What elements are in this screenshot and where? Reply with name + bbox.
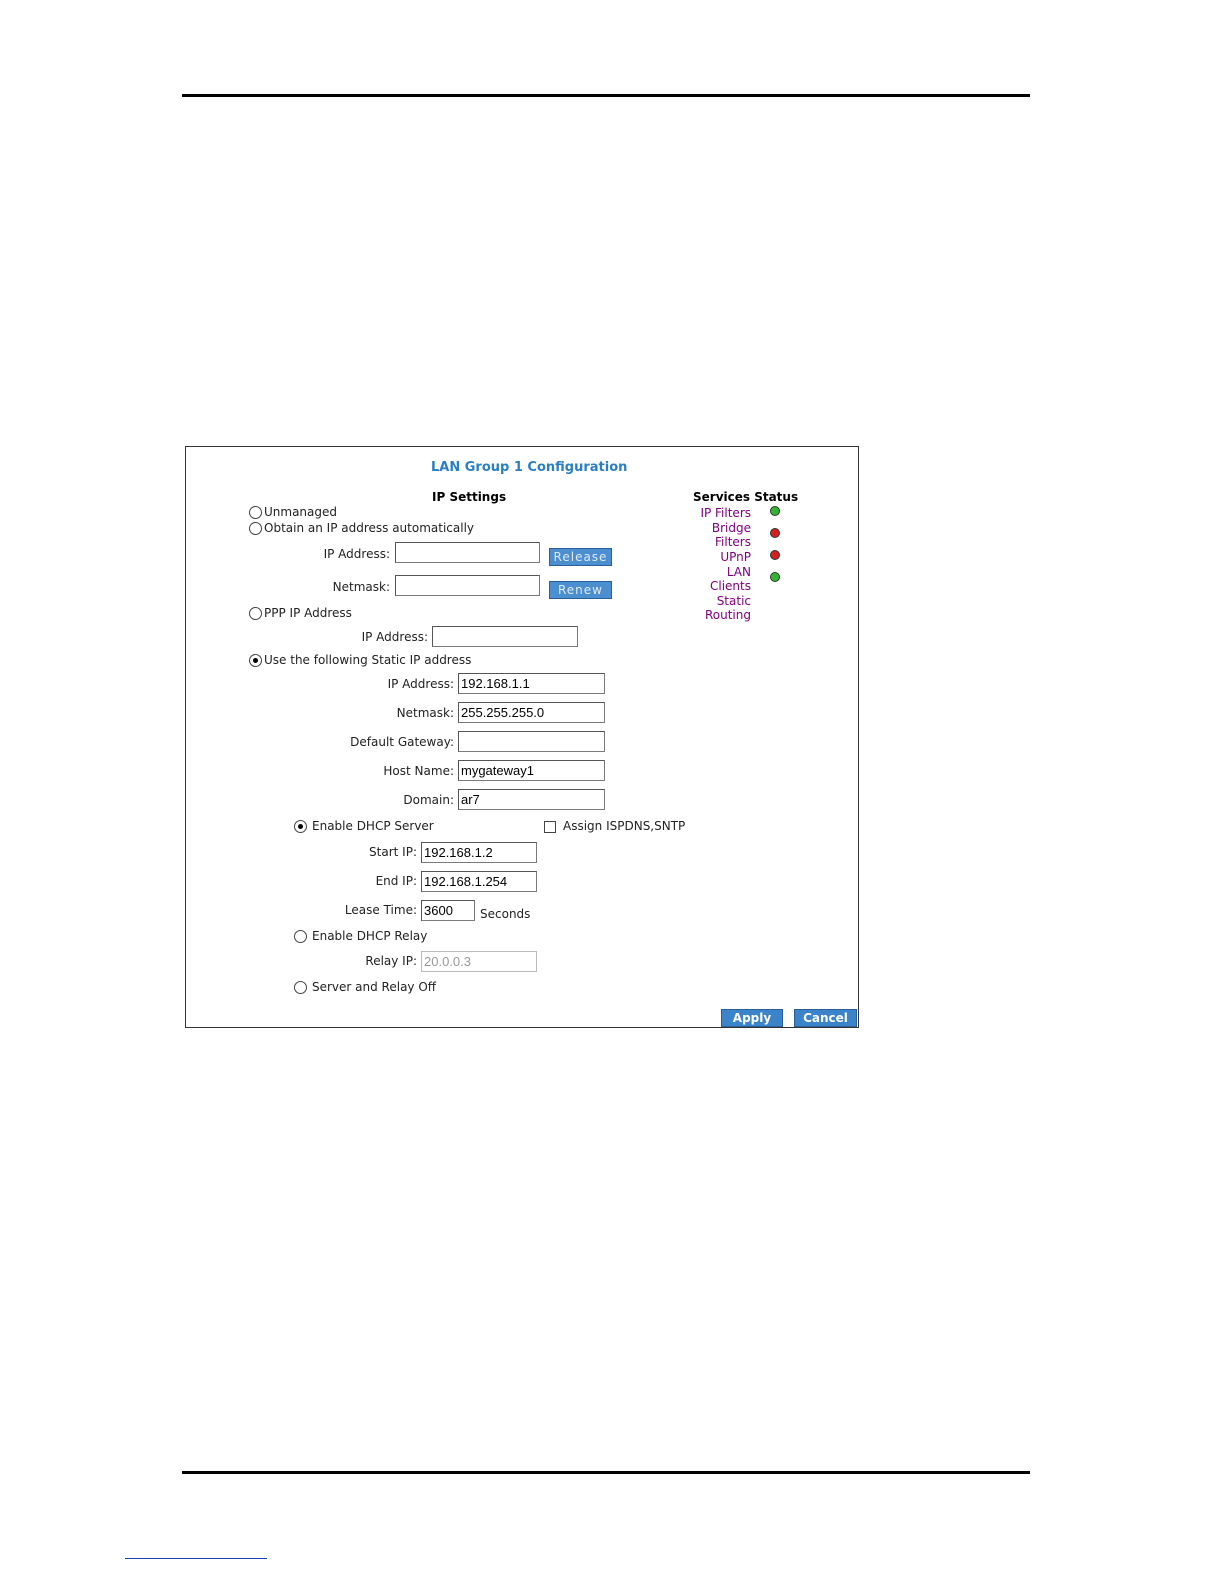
apply-button[interactable]: Apply: [721, 1009, 783, 1027]
ppp-ip-label: IP Address:: [361, 630, 428, 644]
default-gateway-input[interactable]: [458, 731, 605, 752]
assign-ispdns-label: Assign ISPDNS,SNTP: [563, 819, 686, 833]
enable-dhcp-relay-radio[interactable]: [294, 930, 307, 943]
domain-label: Domain:: [403, 793, 454, 807]
auto-ip-label: IP Address:: [323, 547, 390, 561]
end-ip-label: End IP:: [375, 874, 417, 888]
services-status-header: Services Status: [693, 490, 799, 504]
static-netmask-input[interactable]: [458, 702, 605, 723]
start-ip-input[interactable]: [421, 842, 537, 863]
auto-netmask-label: Netmask:: [332, 580, 390, 594]
unmanaged-radio[interactable]: [249, 506, 262, 519]
server-relay-off-radio[interactable]: [294, 981, 307, 994]
page-title: LAN Group 1 Configuration: [431, 460, 628, 475]
unmanaged-label: Unmanaged: [264, 505, 338, 519]
footer-rule: [182, 1471, 1030, 1474]
lease-time-label: Lease Time:: [344, 903, 417, 917]
lan-config-panel: LAN Group 1 Configuration IP Settings Un…: [185, 446, 859, 1028]
assign-ispdns-checkbox[interactable]: [544, 821, 556, 833]
enable-dhcp-server-label: Enable DHCP Server: [312, 819, 434, 833]
obtain-auto-radio[interactable]: [249, 522, 262, 535]
start-ip-label: Start IP:: [369, 845, 417, 859]
auto-netmask-input[interactable]: [395, 575, 540, 596]
static-ip-label: Use the following Static IP address: [264, 653, 472, 667]
status-green-icon: [770, 506, 780, 516]
status-red-icon: [770, 528, 780, 538]
relay-ip-label: Relay IP:: [365, 954, 417, 968]
static-ip-radio[interactable]: [249, 654, 262, 667]
auto-ip-input[interactable]: [395, 542, 540, 563]
lease-time-input[interactable]: [421, 900, 475, 921]
status-red-icon: [770, 550, 780, 560]
static-netmask-label: Netmask:: [396, 706, 454, 720]
status-green-icon: [770, 572, 780, 582]
footer-link-underline: [125, 1558, 267, 1559]
enable-dhcp-relay-label: Enable DHCP Relay: [312, 929, 428, 943]
host-name-input[interactable]: [458, 760, 605, 781]
enable-dhcp-server-radio[interactable]: [294, 820, 307, 833]
server-relay-off-label: Server and Relay Off: [312, 980, 437, 994]
service-ip-filters[interactable]: IP Filters: [700, 506, 751, 520]
host-name-label: Host Name:: [383, 764, 454, 778]
service-upnp[interactable]: UPnP: [720, 550, 751, 564]
ppp-label: PPP IP Address: [264, 606, 352, 620]
renew-button[interactable]: Renew: [549, 581, 612, 599]
end-ip-input[interactable]: [421, 871, 537, 892]
ppp-radio[interactable]: [249, 607, 262, 620]
cancel-button[interactable]: Cancel: [794, 1009, 857, 1027]
static-ip-address-label: IP Address:: [387, 677, 454, 691]
ppp-ip-input[interactable]: [432, 626, 578, 647]
default-gateway-label: Default Gateway:: [350, 735, 454, 749]
relay-ip-input[interactable]: [421, 951, 537, 972]
ip-settings-header: IP Settings: [432, 490, 507, 504]
lease-unit-label: Seconds: [480, 907, 531, 921]
release-button[interactable]: Release: [549, 548, 612, 566]
obtain-auto-label: Obtain an IP address automatically: [264, 521, 475, 535]
header-rule: [182, 94, 1030, 97]
domain-input[interactable]: [458, 789, 605, 810]
static-ip-address-input[interactable]: [458, 673, 605, 694]
